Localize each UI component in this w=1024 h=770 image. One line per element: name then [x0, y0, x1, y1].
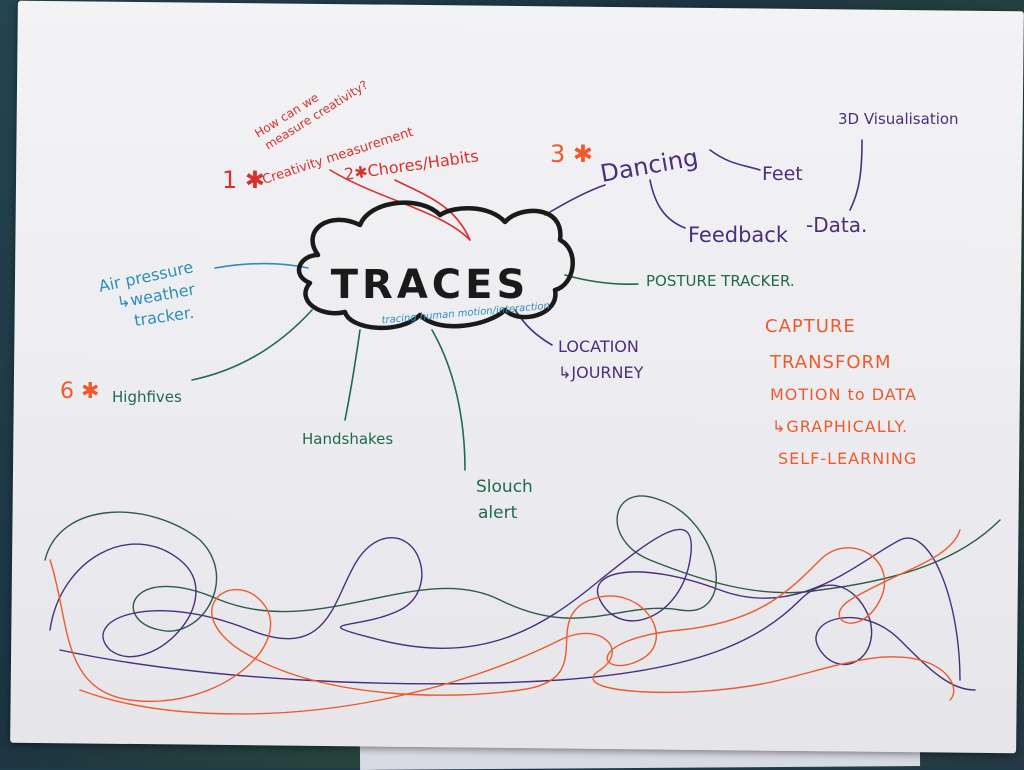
location-line-2: ↳JOURNEY — [558, 363, 644, 382]
line-dancing-feet — [709, 149, 761, 171]
line-handshakes — [344, 329, 361, 421]
highfives-mark: 6 ✱ — [60, 379, 99, 404]
feet-label: Feet — [762, 163, 803, 185]
dancing-label: Dancing — [598, 143, 700, 188]
note-line-3: MOTION to DATA — [770, 385, 917, 404]
feedback-label: Feedback — [688, 223, 789, 247]
creativity-mark: 1 ✱ — [222, 166, 265, 194]
trace-orange-1 — [49, 529, 961, 702]
slouch-line-1: Slouch — [476, 477, 533, 497]
line-slouch — [431, 329, 466, 471]
line-chores — [394, 179, 471, 241]
note-line-1: CAPTURE — [765, 316, 856, 337]
handshakes-label: Handshakes — [302, 430, 393, 448]
line-data-visual — [849, 139, 863, 211]
line-highfives — [191, 309, 313, 381]
data-label: -Data. — [806, 213, 867, 237]
central-title: TRACES — [331, 262, 530, 308]
note-line-5: SELF-LEARNING — [778, 449, 917, 468]
posture-label: POSTURE TRACKER. — [646, 272, 795, 290]
central-cloud — [296, 200, 575, 331]
line-dancing — [544, 184, 606, 216]
trace-green — [44, 495, 1001, 632]
trace-purple-1 — [49, 528, 961, 681]
trace-purple-2 — [59, 584, 976, 691]
line-posture — [564, 274, 639, 285]
note-line-4: ↳GRAPHICALLY. — [772, 417, 908, 436]
trace-orange-2 — [79, 632, 955, 715]
line-air — [214, 262, 309, 269]
motion-traces — [44, 495, 1001, 715]
location-line-1: LOCATION — [558, 337, 639, 356]
line-dancing-feedback — [649, 179, 686, 229]
highfives-label: Highfives — [112, 388, 182, 406]
note-line-2: TRANSFORM — [769, 352, 892, 373]
slouch-line-2: alert — [478, 503, 518, 523]
dancing-mark: 3 ✱ — [550, 140, 593, 168]
visualisation-label: 3D Visualisation — [838, 110, 959, 128]
line-creativity — [329, 169, 471, 241]
line-location — [514, 309, 553, 346]
